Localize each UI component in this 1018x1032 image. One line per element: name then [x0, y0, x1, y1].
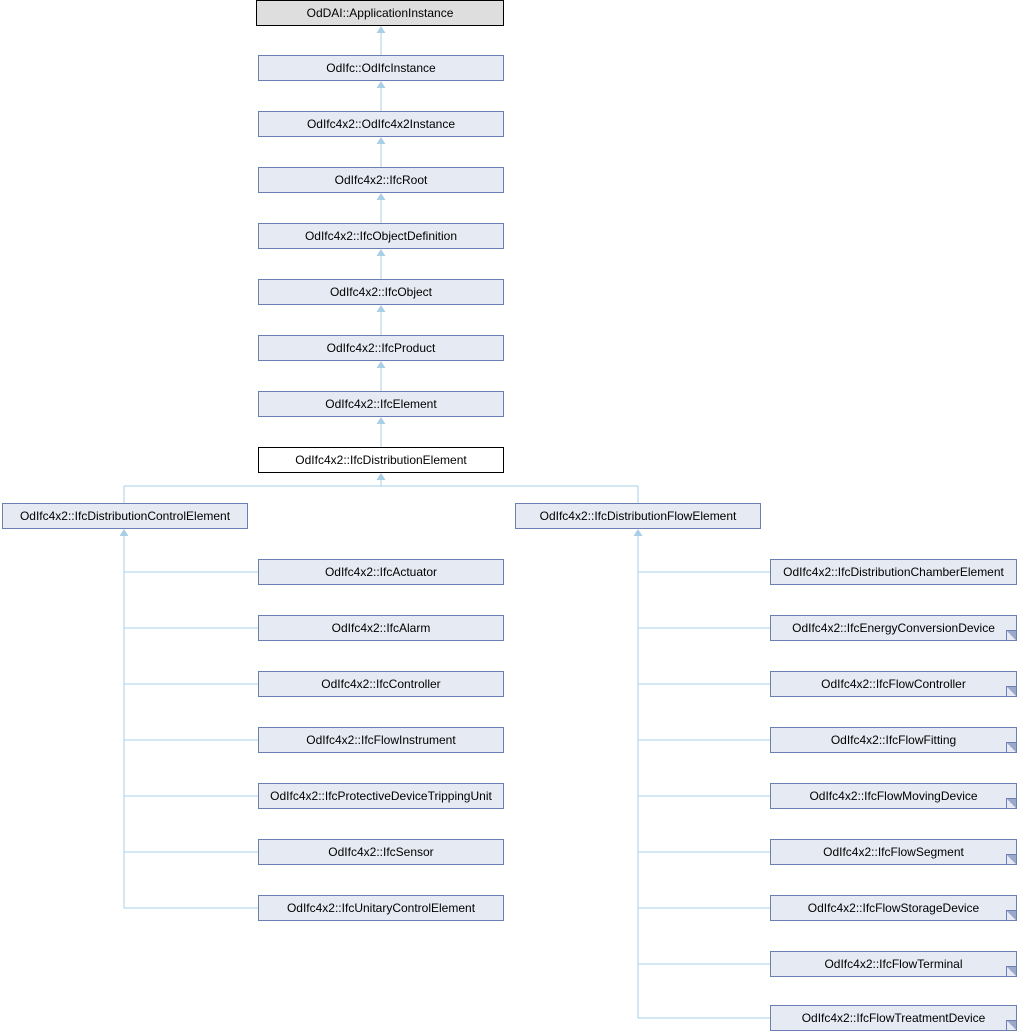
- inheritance-arrowhead: [376, 249, 386, 256]
- class-node-n5[interactable]: OdIfc4x2::IfcObject: [258, 279, 504, 305]
- class-node-r0[interactable]: OdIfc4x2::IfcDistributionChamberElement: [770, 559, 1017, 585]
- folded-corner-icon: [1006, 630, 1016, 640]
- class-node-l3[interactable]: OdIfc4x2::IfcFlowInstrument: [258, 727, 504, 753]
- class-node-r2[interactable]: OdIfc4x2::IfcFlowController: [770, 671, 1017, 697]
- folded-corner-icon: [1006, 854, 1016, 864]
- class-node-l1[interactable]: OdIfc4x2::IfcAlarm: [258, 615, 504, 641]
- inheritance-arrowhead: [376, 473, 386, 480]
- inheritance-arrowhead: [376, 305, 386, 312]
- class-node-n0[interactable]: OdDAI::ApplicationInstance: [256, 0, 504, 26]
- class-node-n4[interactable]: OdIfc4x2::IfcObjectDefinition: [258, 223, 504, 249]
- folded-corner-icon: [1006, 966, 1016, 976]
- class-node-l2[interactable]: OdIfc4x2::IfcController: [258, 671, 504, 697]
- inheritance-arrowhead: [376, 361, 386, 368]
- class-node-r5[interactable]: OdIfc4x2::IfcFlowSegment: [770, 839, 1017, 865]
- class-node-r7[interactable]: OdIfc4x2::IfcFlowTerminal: [770, 951, 1017, 977]
- inheritance-arrowhead: [376, 81, 386, 88]
- class-node-r6[interactable]: OdIfc4x2::IfcFlowStorageDevice: [770, 895, 1017, 921]
- folded-corner-icon: [1006, 742, 1016, 752]
- class-node-b0[interactable]: OdIfc4x2::IfcDistributionControlElement: [2, 503, 248, 529]
- folded-corner-icon: [1006, 686, 1016, 696]
- class-node-n7[interactable]: OdIfc4x2::IfcElement: [258, 391, 504, 417]
- inheritance-arrowhead: [376, 26, 386, 33]
- class-node-r4[interactable]: OdIfc4x2::IfcFlowMovingDevice: [770, 783, 1017, 809]
- inheritance-arrowhead: [376, 417, 386, 424]
- inheritance-arrowhead: [376, 137, 386, 144]
- class-node-r1[interactable]: OdIfc4x2::IfcEnergyConversionDevice: [770, 615, 1017, 641]
- inheritance-arrowhead: [633, 529, 643, 536]
- class-node-n2[interactable]: OdIfc4x2::OdIfc4x2Instance: [258, 111, 504, 137]
- folded-corner-icon: [1006, 910, 1016, 920]
- class-node-n6[interactable]: OdIfc4x2::IfcProduct: [258, 335, 504, 361]
- class-node-n3[interactable]: OdIfc4x2::IfcRoot: [258, 167, 504, 193]
- class-node-r8[interactable]: OdIfc4x2::IfcFlowTreatmentDevice: [770, 1005, 1017, 1031]
- class-node-b1[interactable]: OdIfc4x2::IfcDistributionFlowElement: [515, 503, 761, 529]
- class-node-n8[interactable]: OdIfc4x2::IfcDistributionElement: [258, 447, 504, 473]
- class-node-r3[interactable]: OdIfc4x2::IfcFlowFitting: [770, 727, 1017, 753]
- folded-corner-icon: [1006, 1020, 1016, 1030]
- folded-corner-icon: [1006, 798, 1016, 808]
- class-node-l4[interactable]: OdIfc4x2::IfcProtectiveDeviceTrippingUni…: [258, 783, 504, 809]
- class-node-l5[interactable]: OdIfc4x2::IfcSensor: [258, 839, 504, 865]
- inheritance-arrowhead: [376, 193, 386, 200]
- class-node-l6[interactable]: OdIfc4x2::IfcUnitaryControlElement: [258, 895, 504, 921]
- inheritance-arrowhead: [119, 529, 129, 536]
- class-node-l0[interactable]: OdIfc4x2::IfcActuator: [258, 559, 504, 585]
- class-node-n1[interactable]: OdIfc::OdIfcInstance: [258, 55, 504, 81]
